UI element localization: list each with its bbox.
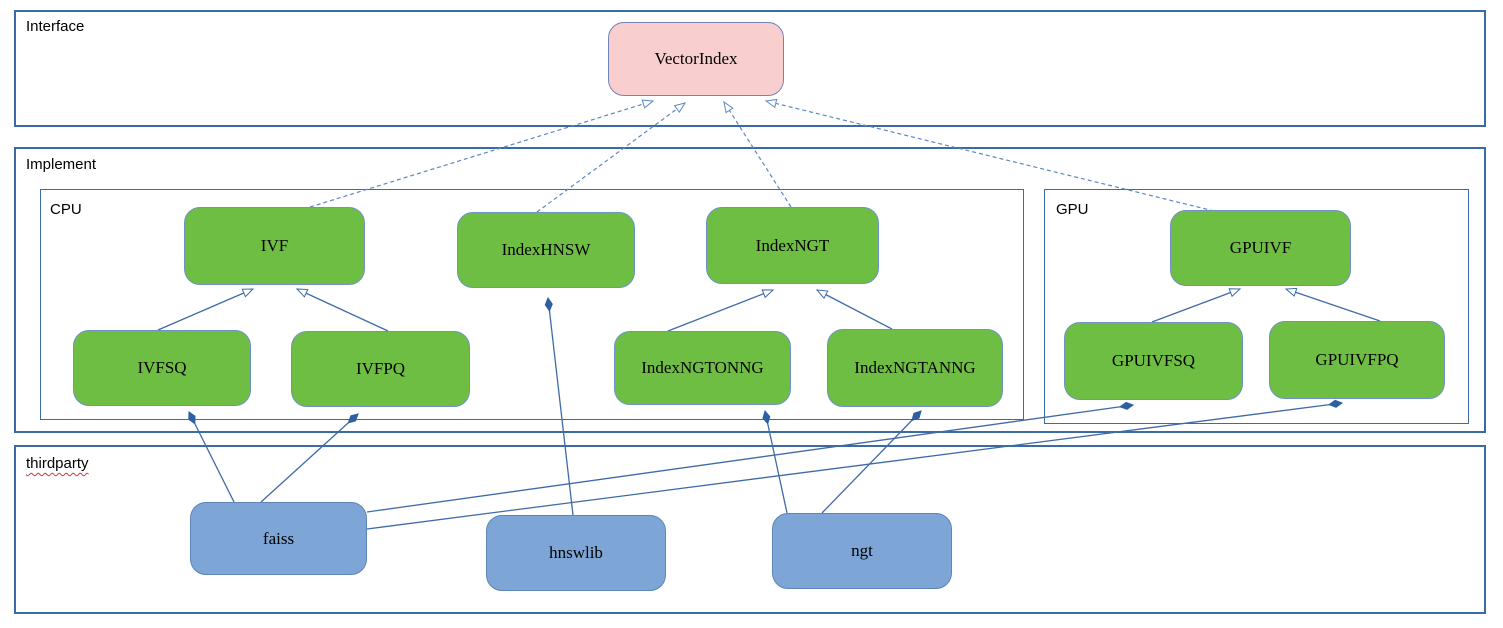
node-vectorindex-label: VectorIndex: [654, 49, 738, 68]
node-ngt: ngt: [772, 513, 952, 589]
node-gpuivf-label: GPUIVF: [1229, 238, 1292, 257]
node-ivf: IVF: [184, 207, 365, 285]
node-hnswlib: hnswlib: [486, 515, 666, 591]
node-gpuivfpq-label: GPUIVFPQ: [1315, 350, 1399, 369]
node-hnswlib-label: hnswlib: [549, 543, 603, 562]
node-indexngtanng-label: IndexNGTANNG: [854, 358, 976, 377]
node-gpuivfsq-label: GPUIVFSQ: [1111, 351, 1196, 370]
node-indexhnsw: IndexHNSW: [457, 212, 635, 288]
node-vectorindex: VectorIndex: [608, 22, 784, 96]
node-ivfsq: IVFSQ: [73, 330, 251, 406]
node-ivfsq-label: IVFSQ: [137, 358, 187, 377]
section-interface-label: Interface: [26, 18, 85, 35]
node-faiss: faiss: [190, 502, 367, 575]
section-thirdparty-label: thirdparty: [26, 455, 89, 472]
node-indexngtonng-label: IndexNGTONNG: [641, 358, 764, 377]
node-ivfpq-label: IVFPQ: [355, 359, 406, 378]
node-indexngt: IndexNGT: [706, 207, 879, 284]
node-indexngt-label: IndexNGT: [755, 235, 830, 255]
node-gpuivf: GPUIVF: [1170, 210, 1351, 286]
node-ngt-label: ngt: [851, 541, 873, 560]
section-gpu-label: GPU: [1056, 201, 1089, 218]
node-indexhnsw-label: IndexHNSW: [501, 240, 591, 259]
node-gpuivfsq: GPUIVFSQ: [1064, 322, 1243, 400]
node-faiss-label: faiss: [262, 528, 295, 548]
section-implement-label: Implement: [26, 156, 97, 173]
node-indexngtonng: IndexNGTONNG: [614, 331, 791, 405]
node-indexngtanng: IndexNGTANNG: [827, 329, 1003, 407]
node-ivf-label: IVF: [260, 236, 289, 255]
section-cpu-label: CPU: [50, 201, 82, 218]
node-gpuivfpq: GPUIVFPQ: [1269, 321, 1445, 399]
node-ivfpq: IVFPQ: [291, 331, 470, 407]
